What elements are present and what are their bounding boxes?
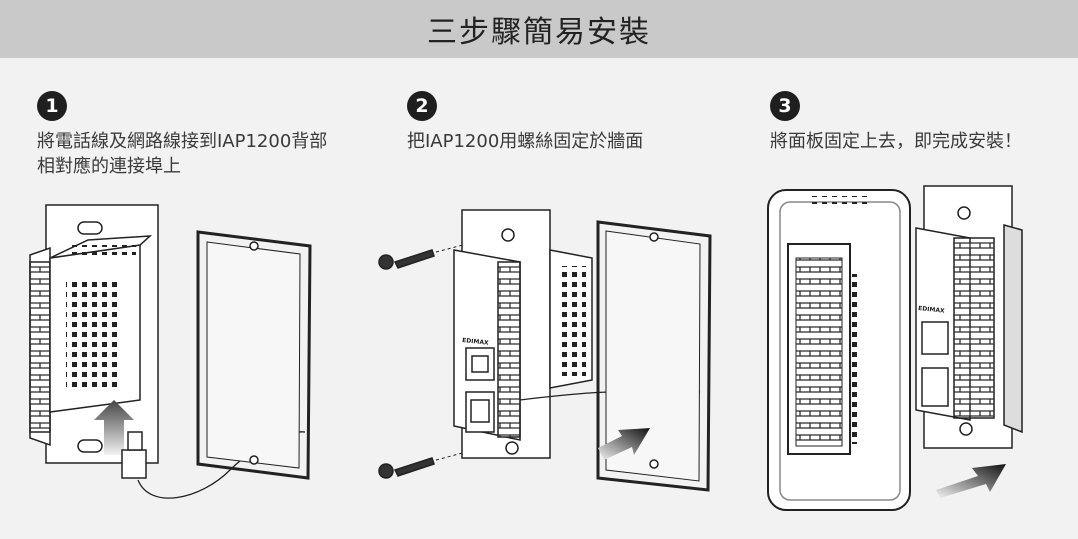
step-1-text: 將電話線及網路線接到IAP1200背部 相對應的連接埠上 [37, 129, 327, 179]
step-2-illustration: EDIMAX [378, 209, 712, 492]
step-2: 2 把IAP1200用螺絲固定於牆面 [407, 91, 643, 154]
step-1-line-2: 相對應的連接埠上 [37, 156, 181, 177]
step-1: 1 將電話線及網路線接到IAP1200背部 相對應的連接埠上 [37, 91, 327, 179]
step-1-badge: 1 [37, 91, 67, 121]
step-3-text: 將面板固定上去，即完成安裝！ [770, 131, 1022, 152]
wall-opening [596, 220, 712, 492]
title-banner: 三步驟簡易安裝 [0, 0, 1078, 58]
screw-bottom-icon [378, 457, 435, 479]
step-1-line-1: 將電話線及網路線接到IAP1200背部 [37, 131, 328, 152]
screw-top-icon [378, 249, 435, 270]
wall-opening [196, 230, 312, 480]
step-2-badge: 2 [407, 91, 437, 121]
phone-port [465, 391, 495, 433]
edimax-logo: EDIMAX [462, 337, 490, 347]
push-arrow-icon [598, 428, 650, 460]
step-1-illustration [29, 204, 312, 499]
step-3: 3 將面板固定上去，即完成安裝！ [770, 91, 1022, 154]
push-arrow-icon [936, 464, 1006, 498]
step-2-text: 把IAP1200用螺絲固定於牆面 [407, 131, 644, 152]
step-3-badge: 3 [770, 91, 800, 121]
step-3-illustration: EDIMAX [767, 185, 1023, 511]
lan-port [465, 347, 495, 381]
svg-text:EDIMAX: EDIMAX [918, 305, 946, 315]
page-title: 三步驟簡易安裝 [427, 15, 651, 50]
insert-arrow-icon [94, 400, 134, 455]
